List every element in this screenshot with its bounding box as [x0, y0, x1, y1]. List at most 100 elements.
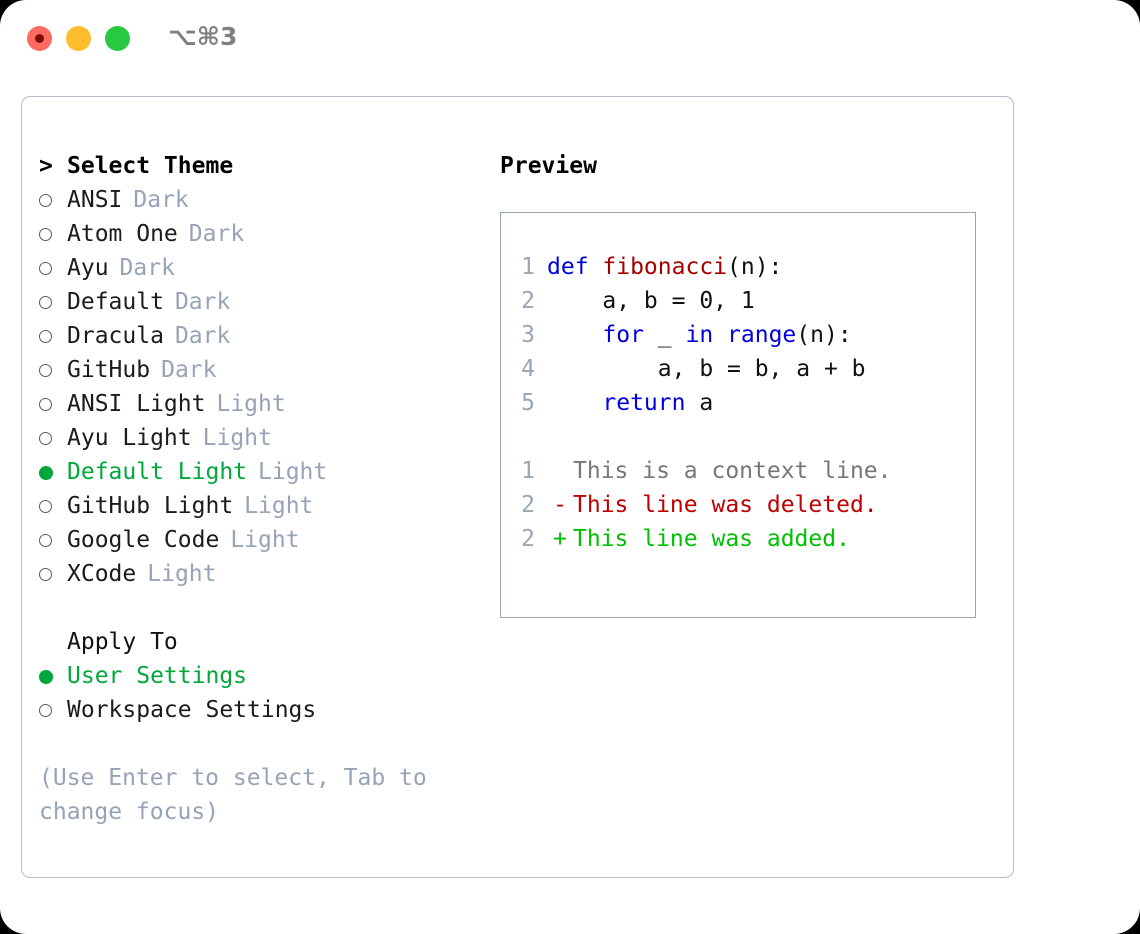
code-line: 2 a, b = 0, 1 — [517, 284, 892, 318]
code-token — [547, 322, 602, 348]
theme-variant-tag: Dark — [188, 221, 245, 247]
theme-variant-tag: Light — [216, 391, 286, 417]
theme-list-item[interactable]: GitHub Dark — [39, 353, 489, 387]
theme-name: ANSI Light — [67, 391, 206, 417]
radio-empty-icon — [39, 693, 67, 727]
theme-name: Ayu Light — [67, 425, 192, 451]
title-bar: ⌥⌘3 — [0, 0, 1140, 78]
code-token — [713, 322, 727, 348]
apply-to-item[interactable]: User Settings — [39, 659, 489, 693]
code-token — [547, 390, 602, 416]
radio-empty-icon — [39, 489, 67, 523]
code-token: in — [685, 322, 714, 348]
theme-name: Default — [67, 289, 164, 315]
code-token: a, b = 0, 1 — [547, 288, 755, 314]
apply-to-item[interactable]: Workspace Settings — [39, 693, 489, 727]
theme-name: Google Code — [67, 527, 220, 553]
theme-name: GitHub Light — [67, 493, 234, 519]
list-spacer — [39, 591, 489, 625]
theme-list-item[interactable]: Ayu Light Light — [39, 421, 489, 455]
theme-name: GitHub — [67, 357, 151, 383]
radio-selected-icon — [39, 455, 67, 489]
line-number: 2 — [521, 288, 535, 314]
line-number: 1 — [521, 254, 535, 280]
preview-title: Preview — [500, 153, 597, 179]
theme-name: Default Light — [67, 459, 248, 485]
diff-line: 2-This line was deleted. — [517, 488, 892, 522]
line-number: 5 — [521, 390, 535, 416]
radio-empty-icon — [39, 285, 67, 319]
code-line: 5 return a — [517, 386, 892, 420]
window-controls — [27, 26, 130, 51]
code-token: a — [685, 390, 714, 416]
radio-empty-icon — [39, 183, 67, 217]
radio-empty-icon — [39, 523, 67, 557]
diff-text: This is a context line. — [573, 458, 892, 484]
theme-list-item[interactable]: XCode Light — [39, 557, 489, 591]
diff-line: 1 This is a context line. — [517, 454, 892, 488]
code-token: (n): — [727, 254, 783, 280]
select-theme-title: Select Theme — [67, 153, 234, 179]
theme-list-item[interactable]: Dracula Dark — [39, 319, 489, 353]
radio-empty-icon — [39, 387, 67, 421]
apply-to-label: User Settings — [67, 663, 248, 689]
theme-name: Ayu — [67, 255, 109, 281]
maximize-button-icon[interactable] — [105, 26, 130, 51]
keyboard-shortcut-label: ⌥⌘3 — [168, 22, 238, 51]
apply-to-label: Workspace Settings — [67, 697, 317, 723]
theme-list-item[interactable]: Google Code Light — [39, 523, 489, 557]
theme-list-item[interactable]: Default Dark — [39, 285, 489, 319]
theme-list-item[interactable]: ANSI Light Light — [39, 387, 489, 421]
diff-text: This line was added. — [573, 526, 850, 552]
radio-selected-icon — [39, 659, 67, 693]
diff-sample: 1 This is a context line. 2-This line was … — [517, 454, 892, 556]
code-token: return — [602, 390, 686, 416]
theme-list-item[interactable]: Atom One Dark — [39, 217, 489, 251]
select-theme-header: > Select Theme — [39, 149, 489, 183]
theme-name: Dracula — [67, 323, 164, 349]
close-button-icon[interactable] — [27, 26, 52, 51]
radio-empty-icon — [39, 557, 67, 591]
caret-icon: > — [39, 153, 53, 179]
diff-marker: - — [553, 492, 567, 518]
theme-name: ANSI — [67, 187, 123, 213]
theme-name: XCode — [67, 561, 137, 587]
code-line: 3 for _ in range(n): — [517, 318, 892, 352]
code-token: fibonacci — [602, 254, 728, 280]
theme-variant-tag: Dark — [161, 357, 217, 383]
theme-variant-tag: Light — [230, 527, 300, 553]
line-number: 1 — [521, 458, 535, 484]
code-token: _ — [643, 322, 686, 348]
diff-marker: + — [553, 526, 567, 552]
radio-empty-icon — [39, 251, 67, 285]
radio-empty-icon — [39, 421, 67, 455]
line-number: 2 — [521, 492, 535, 518]
theme-variant-tag: Dark — [174, 289, 231, 315]
theme-variant-tag: Light — [202, 425, 272, 451]
theme-list-item[interactable]: ANSI Dark — [39, 183, 489, 217]
code-diff-separator — [517, 420, 892, 454]
minimize-button-icon[interactable] — [66, 26, 91, 51]
radio-empty-icon — [39, 217, 67, 251]
theme-variant-tag: Dark — [133, 187, 189, 213]
theme-variant-tag: Dark — [174, 323, 231, 349]
hint-text: (Use Enter to select, Tab to change focu… — [39, 765, 427, 825]
theme-name: Atom One — [67, 221, 178, 247]
theme-variant-tag: Light — [147, 561, 217, 587]
code-line: 4 a, b = b, a + b — [517, 352, 892, 386]
diff-line: 2+This line was added. — [517, 522, 892, 556]
line-number: 3 — [521, 322, 535, 348]
code-token: a, b = b, a + b — [547, 356, 866, 382]
